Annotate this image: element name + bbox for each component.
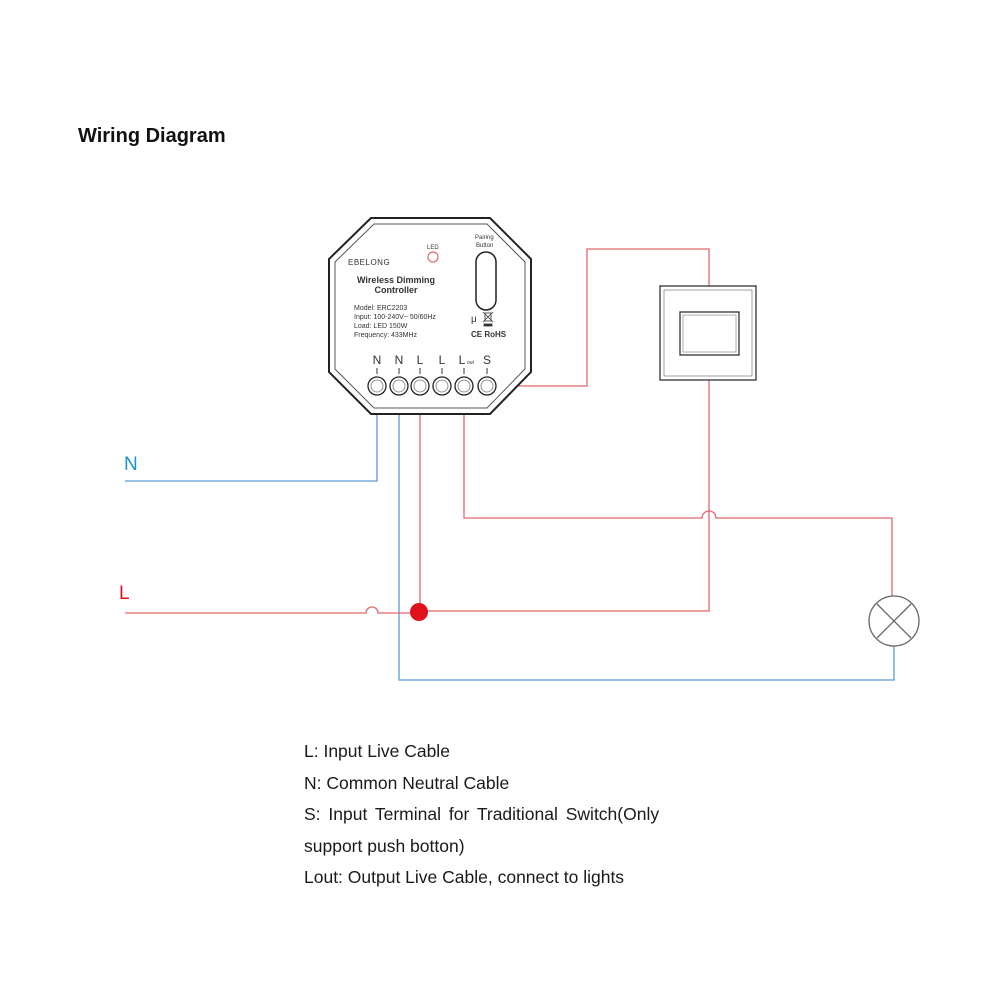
live-junction-dot — [410, 603, 428, 621]
device-inner-border — [334, 223, 526, 409]
terminal-label-s: S — [483, 353, 491, 367]
legend-item-n: N: Common Neutral Cable — [304, 772, 510, 793]
device-brand: EBELONG — [348, 258, 390, 267]
legend-item-lout: Lout: Output Live Cable, connect to ligh… — [304, 867, 625, 887]
terminal-label-lout-sub: out — [467, 360, 475, 366]
device-model: Model: ERC2203 — [354, 305, 407, 312]
terminal-ticks — [376, 368, 488, 374]
switch-rocker — [679, 311, 740, 356]
pairing-button — [475, 251, 497, 311]
device-name-line1: Wireless Dimming — [357, 275, 435, 285]
legend-item-s: S: Input Terminal for Traditional Switch… — [304, 804, 660, 824]
neutral-wires — [125, 386, 895, 681]
terminal-label-l1: L — [417, 353, 424, 367]
neutral-label: N — [124, 454, 138, 475]
switch-rocker-inner — [682, 314, 737, 353]
lout-lamp-wire — [463, 386, 893, 596]
cert-mu: μ — [471, 314, 477, 325]
switch-signal-wire — [487, 248, 710, 387]
lamp-icon — [868, 595, 920, 647]
device-frequency: Frequency: 433MHz — [354, 332, 418, 339]
page-title: Wiring Diagram — [78, 125, 226, 147]
pairing-label-1: Pairing — [475, 235, 494, 241]
live-wires — [125, 248, 893, 614]
cert-ce-rohs: CE RoHS — [471, 330, 507, 339]
device-name-line2: Controller — [374, 285, 417, 295]
terminal-label-n2: N — [395, 353, 404, 367]
dimming-controller: EBELONG LED Pairing Button Wireless Dimm… — [328, 217, 532, 415]
led-label: LED — [427, 245, 439, 251]
weee-bin-icon — [482, 311, 494, 327]
switch-plate-inner — [663, 289, 753, 377]
legend-item-l: L: Input Live Cable — [304, 741, 450, 761]
pairing-label-2: Button — [476, 243, 493, 249]
push-switch — [659, 285, 757, 381]
terminal-label-n1: N — [373, 353, 382, 367]
device-input: Input: 100-240V~ 50/60Hz — [354, 314, 436, 321]
live-switch-feed-wire — [420, 380, 710, 612]
device-load: Load: LED 150W — [354, 323, 408, 330]
neutral-input-wire — [125, 386, 378, 482]
terminal-label-lout: L — [459, 353, 466, 367]
legend-item-s-cont: support push botton) — [304, 835, 465, 856]
live-input-wire — [125, 606, 418, 614]
led-indicator — [427, 251, 439, 263]
terminal-label-l2: L — [439, 353, 446, 367]
legend: L: Input Live Cable N: Common Neutral Ca… — [304, 736, 704, 894]
live-label: L — [119, 583, 130, 604]
neutral-lamp-wire — [398, 386, 895, 681]
